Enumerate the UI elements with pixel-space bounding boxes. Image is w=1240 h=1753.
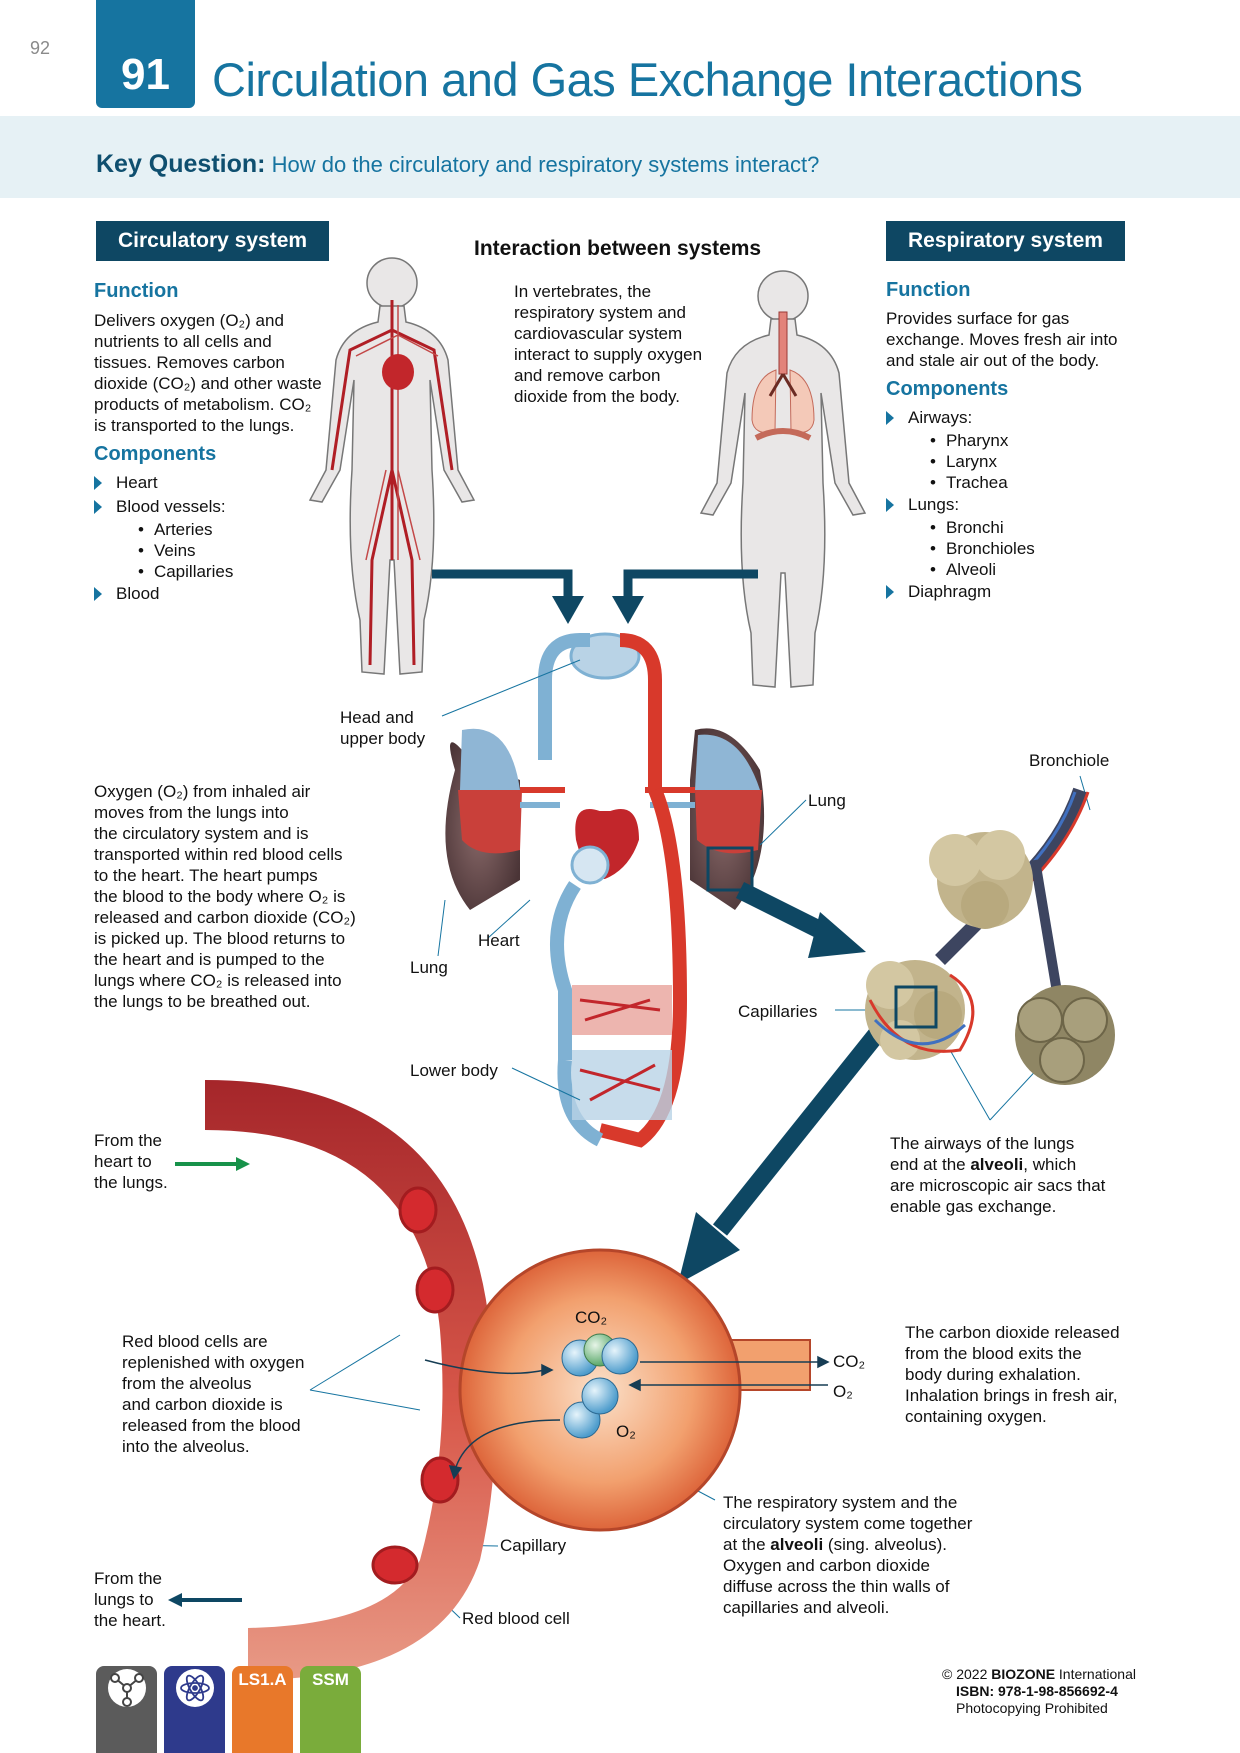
- label-co2-exit: CO₂: [833, 1352, 866, 1371]
- list-item: Capillaries: [94, 561, 233, 582]
- chapter-number: 91: [121, 50, 170, 99]
- interaction-text: In vertebrates, the respiratory system a…: [514, 282, 703, 406]
- list-item: Heart: [94, 471, 233, 495]
- key-question-bar: [0, 116, 1240, 198]
- list-item: Arteries: [94, 519, 233, 540]
- key-question: Key Question: How do the circulatory and…: [96, 150, 820, 178]
- bullet-triangle-icon: [886, 411, 894, 425]
- label-capillary: Capillary: [500, 1536, 567, 1555]
- list-item: Pharynx: [886, 430, 1035, 451]
- circulation-loop-diagram: [445, 632, 765, 1148]
- label-o2-enter: O₂: [833, 1382, 853, 1401]
- list-item: Diaphragm: [886, 580, 1035, 604]
- list-item: Blood: [94, 582, 233, 606]
- label-lung-left: Lung: [410, 958, 448, 977]
- respiratory-function-text: Provides surface for gas exchange. Moves…: [886, 309, 1118, 370]
- respiratory-components-list: Airways: Pharynx Larynx Trachea Lungs: B…: [886, 406, 1035, 604]
- list-item: Larynx: [886, 451, 1035, 472]
- label-co2-alveolus: CO₂: [575, 1308, 608, 1327]
- circulatory-components-heading: Components: [94, 443, 217, 465]
- respiratory-system-header: Respiratory system: [886, 221, 1125, 261]
- badge-ls1a: LS1.A: [232, 1666, 293, 1753]
- footer-isbn: ISBN: 978-1-98-856692-4: [956, 1683, 1118, 1699]
- list-item: Veins: [94, 540, 233, 561]
- page-title: Circulation and Gas Exchange Interaction…: [212, 53, 1083, 106]
- list-item: Bronchioles: [886, 538, 1035, 559]
- respiratory-function-heading: Function: [886, 279, 971, 301]
- chapter-number-badge: 91: [96, 0, 195, 108]
- page-number: 92: [30, 38, 51, 58]
- list-item: Bronchi: [886, 517, 1035, 538]
- bullet-triangle-icon: [886, 498, 894, 512]
- list-item: Trachea: [886, 472, 1035, 493]
- bullet-triangle-icon: [886, 585, 894, 599]
- label-o2-alveolus: O₂: [616, 1422, 636, 1441]
- badge-science: [164, 1666, 225, 1753]
- label-red-blood-cell: Red blood cell: [462, 1609, 570, 1628]
- circulatory-components-list: Heart Blood vessels: Arteries Veins Capi…: [94, 471, 233, 606]
- label-lung-right: Lung: [808, 791, 846, 810]
- label-capillaries: Capillaries: [738, 1002, 818, 1021]
- badge-ssm: SSM: [300, 1666, 361, 1753]
- bullet-triangle-icon: [94, 587, 102, 601]
- list-item: Blood vessels:: [94, 495, 233, 519]
- label-lower-body: Lower body: [410, 1061, 498, 1080]
- badge-crosscutting: [96, 1666, 157, 1753]
- list-item: Alveoli: [886, 559, 1035, 580]
- footer: © 2022 BIOZONE International ISBN: 978-1…: [942, 1666, 1136, 1717]
- alveolus: [458, 1248, 811, 1532]
- circulatory-function-heading: Function: [94, 280, 179, 302]
- footer-notice: Photocopying Prohibited: [956, 1700, 1108, 1716]
- bullet-triangle-icon: [94, 476, 102, 490]
- list-item: Airways:: [886, 406, 1035, 430]
- respiratory-body-figure: [699, 270, 867, 688]
- footer-copyright: © 2022 BIOZONE International: [942, 1666, 1136, 1682]
- bullet-triangle-icon: [94, 500, 102, 514]
- respiratory-components-heading: Components: [886, 378, 1009, 400]
- circulatory-system-header: Circulatory system: [96, 221, 330, 261]
- capillary-tube: [205, 1080, 496, 1680]
- key-question-text: How do the circulatory and respiratory s…: [271, 152, 820, 177]
- circulatory-function-text: Delivers oxygen (O₂) and nutrients to al…: [94, 311, 322, 435]
- key-question-label: Key Question: [96, 150, 258, 178]
- interaction-heading: Interaction between systems: [474, 237, 762, 260]
- label-bronchiole: Bronchiole: [1029, 751, 1110, 770]
- label-heart: Heart: [478, 931, 520, 950]
- list-item: Lungs:: [886, 493, 1035, 517]
- circulatory-body-figure: [308, 257, 476, 675]
- alveoli-cluster: [865, 787, 1115, 1085]
